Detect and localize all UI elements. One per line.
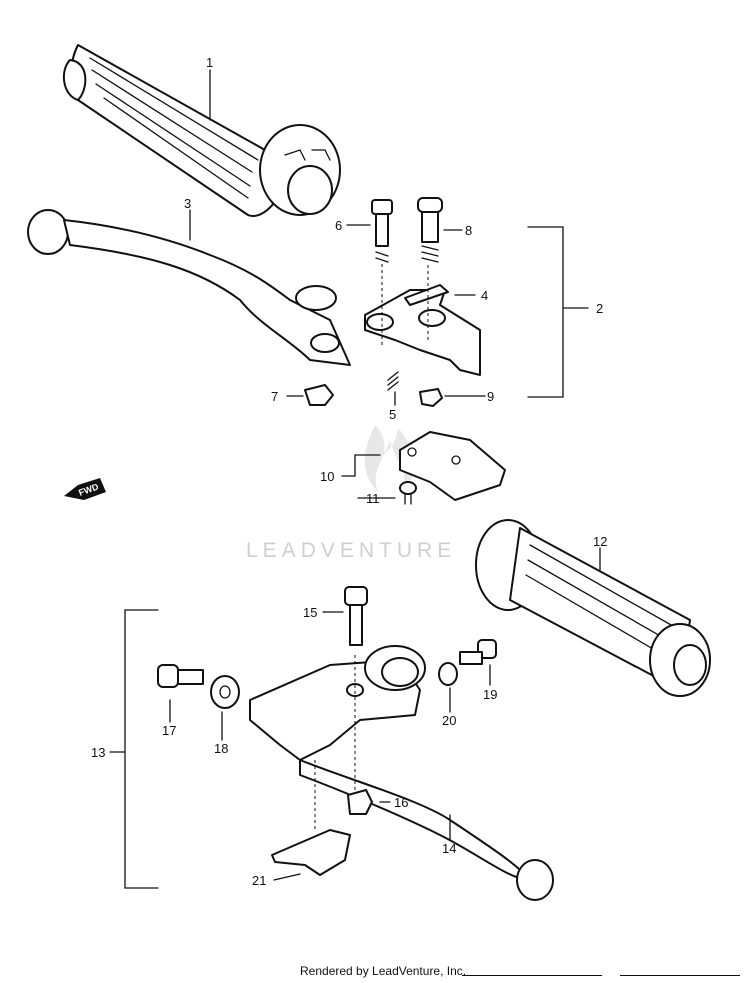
callout-10: 10	[320, 469, 334, 484]
callout-1: 1	[206, 55, 213, 70]
callout-21: 21	[252, 873, 266, 888]
nut-9	[419, 388, 443, 407]
footer: Rendered by LeadVenture, Inc.	[0, 964, 750, 982]
callout-17: 17	[162, 723, 176, 738]
clip-21	[271, 829, 351, 876]
screw-11	[399, 481, 417, 505]
callout-15: 15	[303, 605, 317, 620]
callout-12: 12	[593, 534, 607, 549]
bracket-2	[527, 226, 589, 398]
bolt-17	[157, 664, 204, 688]
callout-14: 14	[442, 841, 456, 856]
callout-9: 9	[487, 389, 494, 404]
callout-11: 11	[366, 491, 380, 506]
nut-16	[347, 789, 373, 815]
callout-5: 5	[389, 407, 396, 422]
callout-3: 3	[184, 196, 191, 211]
callout-4: 4	[481, 288, 488, 303]
callout-13: 13	[91, 745, 105, 760]
callout-8: 8	[465, 223, 472, 238]
grip-12	[475, 519, 711, 697]
leader-lines	[169, 69, 601, 881]
screw-6	[371, 199, 393, 263]
callout-19: 19	[483, 687, 497, 702]
watermark-logo	[364, 425, 415, 492]
callout-16: 16	[394, 795, 408, 810]
watermark-text: LEADVENTURE	[246, 539, 456, 562]
callout-20: 20	[442, 713, 456, 728]
footer-divider	[462, 975, 602, 976]
washer-20	[438, 662, 458, 686]
nut-7	[304, 384, 334, 406]
bolt-15	[344, 586, 368, 646]
callout-18: 18	[214, 741, 228, 756]
lever-bottom	[249, 645, 554, 901]
lever-bracket	[364, 284, 481, 376]
fwd-arrow-icon: FWD	[64, 478, 106, 500]
callout-labels: 1 2 3 4 5 6 7 8 9 10 11 12 13 14 15 16 1…	[91, 55, 607, 888]
screw-8	[417, 197, 443, 263]
switch-10	[399, 431, 506, 501]
bolt-19	[459, 639, 497, 665]
spring-5	[387, 371, 399, 391]
lever-top	[27, 209, 351, 366]
washer-18	[210, 675, 240, 709]
callout-2: 2	[596, 301, 603, 316]
callout-7: 7	[271, 389, 278, 404]
footer-credit: Rendered by LeadVenture, Inc.	[300, 964, 467, 978]
callout-6: 6	[335, 218, 342, 233]
bracket-13	[109, 609, 159, 889]
footer-divider	[620, 975, 740, 976]
grip-top	[62, 44, 341, 217]
